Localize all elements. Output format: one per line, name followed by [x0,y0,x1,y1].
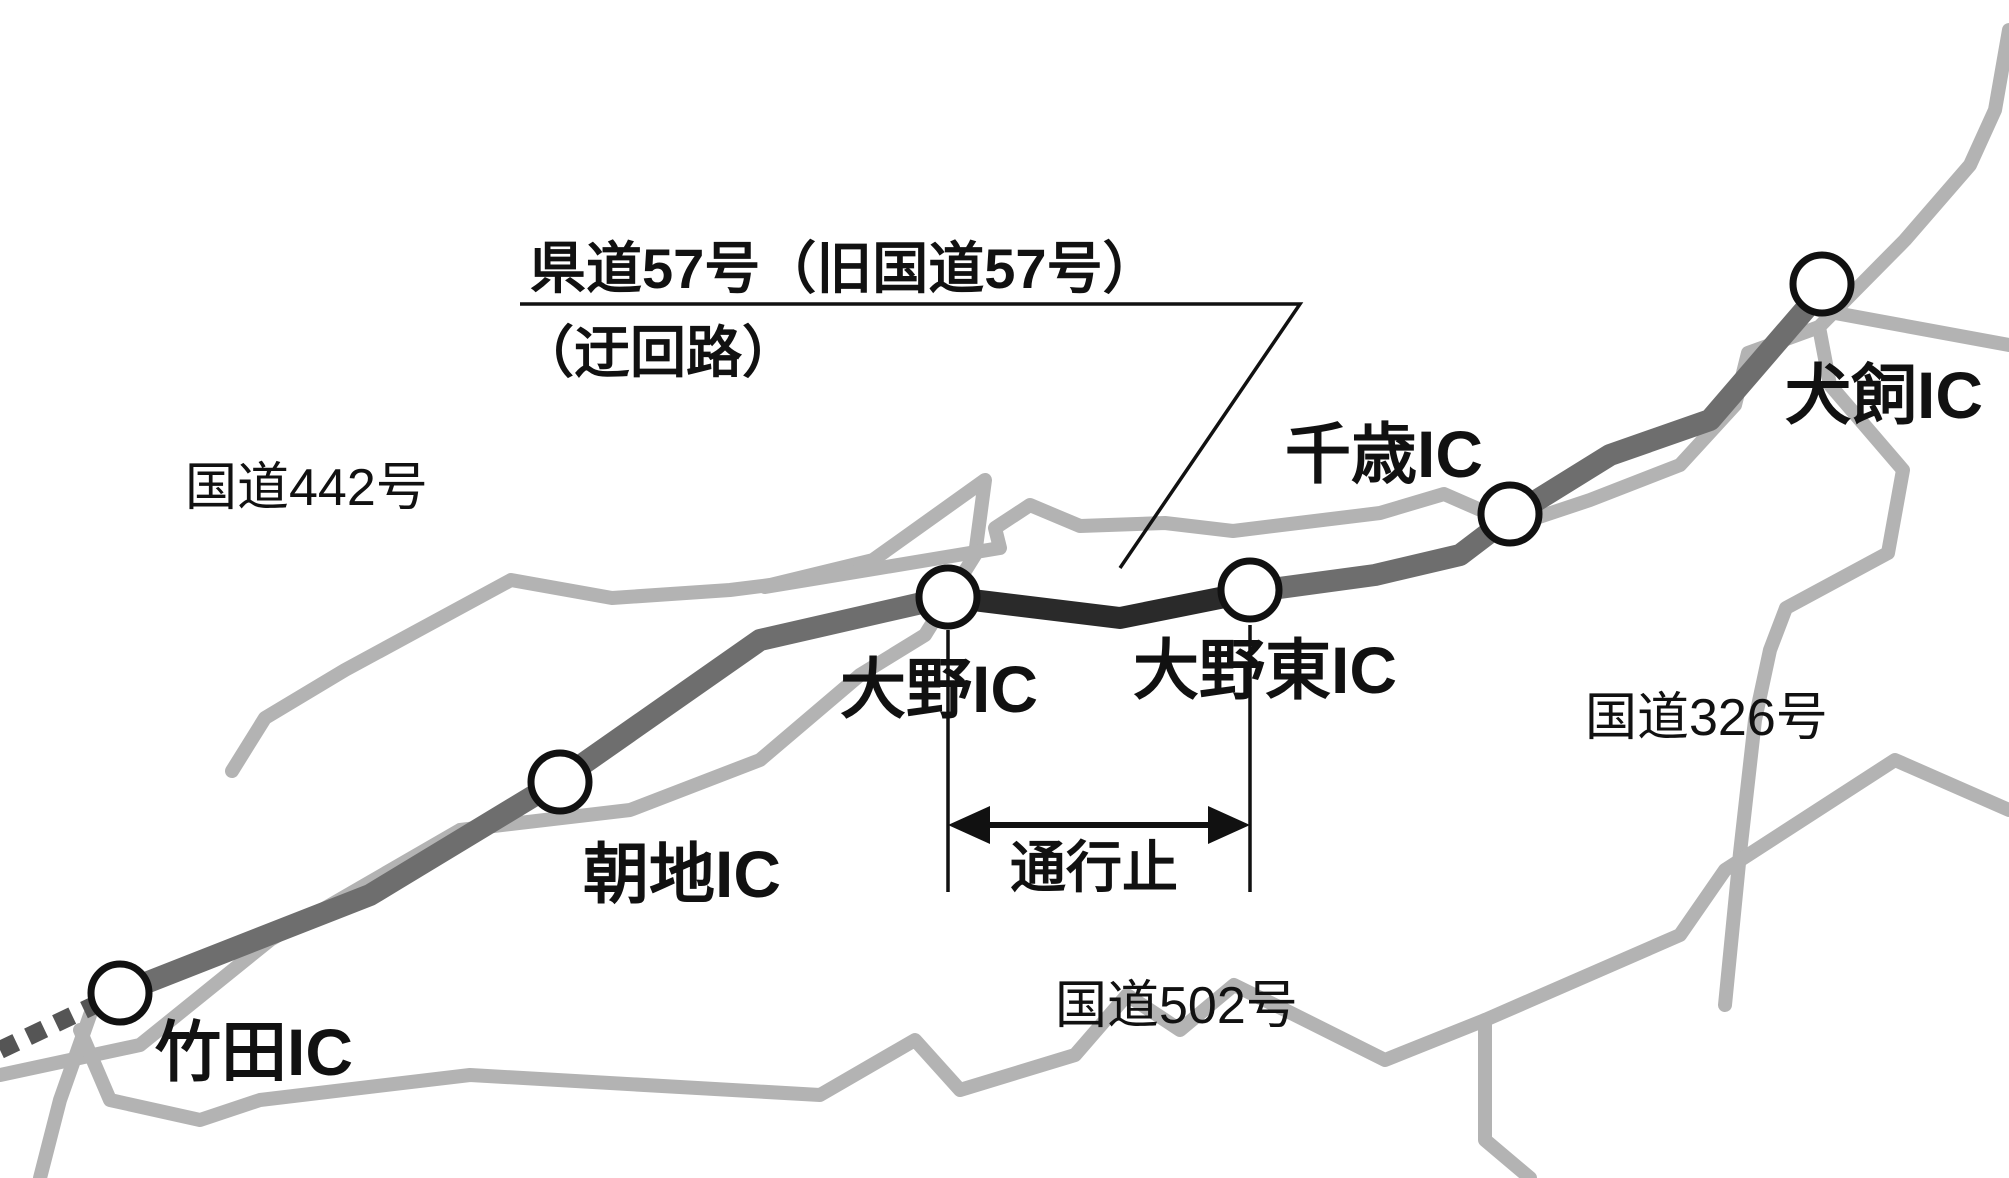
ic-label-asaji: 朝地IC [583,837,781,911]
general-roads [0,23,2009,1178]
ic-label-ono: 大野IC [840,652,1038,726]
detour-label-line2: （迂回路） [518,321,798,384]
ic-marker-ono [915,564,981,630]
road-south-spur [1478,1013,1537,1178]
ic-marker-taketa [87,960,153,1026]
road-label-442: 国道442号 [185,459,428,517]
ic-label-chitose: 千歳IC [1285,417,1483,491]
road-label-502: 国道502号 [1055,977,1298,1035]
ic-marker-asaji [527,749,593,815]
labels: 竹田IC 朝地IC 大野IC 大野東IC 千歳IC 犬飼IC 国道442号 国道… [155,237,1983,1089]
road-r502 [73,753,2009,1127]
closure-label: 通行止 [1010,836,1178,899]
road-label-326: 国道326号 [1585,689,1828,747]
ic-label-taketa: 竹田IC [155,1015,353,1089]
interchange-markers [87,251,1855,1026]
closure-arrowhead-left [948,806,990,844]
ic-label-ono-east: 大野東IC [1133,633,1397,707]
road-sw-spur [33,1008,97,1178]
closure-arrowhead-right [1208,806,1250,844]
detour-label-line1: 県道57号（旧国道57号） [530,237,1159,300]
road-east-branch [1812,303,2009,352]
ic-label-inukai: 犬飼IC [1785,358,1983,432]
annotations [520,302,1304,892]
ic-marker-inukai [1789,251,1855,317]
expressway-closed-section [946,581,1253,629]
road-r326 [1718,320,1910,1012]
detour-leader-line [520,302,1304,569]
ic-marker-chitose [1477,481,1543,547]
ic-marker-ono-east [1217,557,1283,623]
